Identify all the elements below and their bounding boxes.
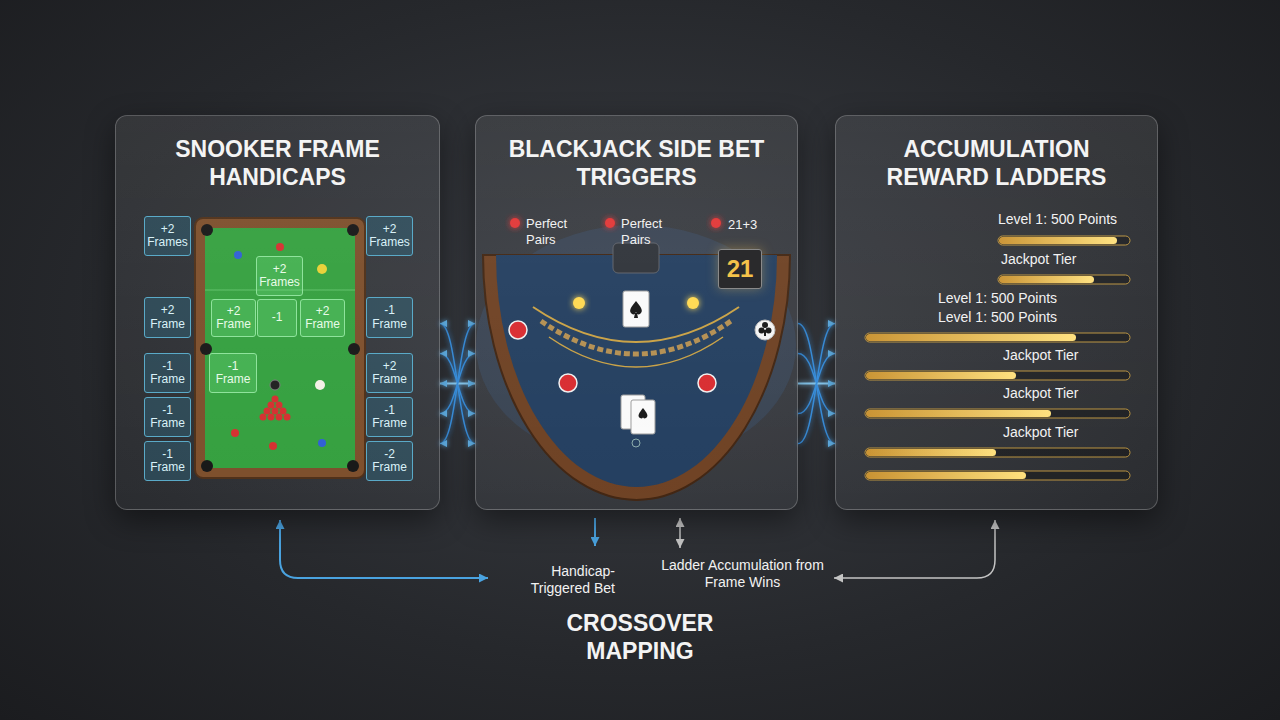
handicap-chip: +2 Frame xyxy=(300,299,345,337)
node-text: +2 Frame xyxy=(213,305,254,332)
node-text: -2 Frame xyxy=(368,448,411,475)
ladder-label: Jackpot Tier xyxy=(1003,424,1078,441)
diagram-caption: CROSSOVER MAPPING xyxy=(530,610,750,665)
node-text: -1 Frame xyxy=(211,360,255,387)
handicap-chip: +2 Frame xyxy=(211,299,256,337)
handicap-chip: +2 Frame xyxy=(366,353,413,393)
score-box: 21 xyxy=(718,249,762,289)
ladder-panel: ACCUMULATION REWARD LADDERS Level 1: 500 … xyxy=(835,115,1158,510)
node-text: +2 Frame xyxy=(146,304,189,331)
node-text: -1 Frame xyxy=(146,448,189,475)
handicap-chip: -1 Frame xyxy=(209,353,257,393)
ladder-label: Level 1: 500 Points xyxy=(938,309,1057,326)
handicap-chip: -1 xyxy=(257,299,297,337)
handicap-chip: -2 Frame xyxy=(366,441,413,481)
handicap-chip: +2 Frame xyxy=(144,297,191,338)
node-text: -1 Frame xyxy=(368,404,411,431)
handicap-chip: +2 Frames xyxy=(144,216,191,256)
side-bet-label: Perfect Pairs xyxy=(526,216,584,247)
ladder-label: Level 1: 500 Points xyxy=(998,211,1117,228)
node-text: +2 Frame xyxy=(302,305,343,332)
connector-strand xyxy=(798,324,835,444)
handicap-chip: +2 Frames xyxy=(366,216,413,256)
node-text: 21 xyxy=(727,255,754,283)
handicap-chip: -1 Frame xyxy=(144,441,191,481)
connector-strand xyxy=(798,324,835,444)
ladder-label: Level 1: 500 Points xyxy=(938,290,1057,307)
snooker-panel: SNOOKER FRAME HANDICAPS+2 Frames+2 Frame… xyxy=(115,115,440,510)
blackjack-panel: BLACKJACK SIDE BET TRIGGERS 21 Perfect Pai… xyxy=(475,115,798,510)
crossover-connector xyxy=(798,324,835,444)
flow-label: Ladder Accumulation from Frame Wins xyxy=(660,557,825,591)
flow-label: Handicap- Triggered Bet xyxy=(495,563,615,597)
node-text: +2 Frames xyxy=(258,263,301,290)
ladder-label: Jackpot Tier xyxy=(1001,251,1076,268)
node-text: -1 xyxy=(272,311,283,324)
panel-title: SNOOKER FRAME HANDICAPS xyxy=(147,136,409,191)
panel-title: ACCUMULATION REWARD LADDERS xyxy=(866,136,1128,191)
crossover-connector xyxy=(440,324,475,444)
node-text: +2 Frame xyxy=(368,360,411,387)
handicap-chip: -1 Frame xyxy=(144,353,191,393)
bottom-arrows xyxy=(280,518,995,600)
handicap-chip: -1 Frame xyxy=(366,397,413,437)
node-text: +2 Frames xyxy=(146,223,189,250)
handicap-chip: +2 Frames xyxy=(256,256,303,296)
side-bet-label: Perfect Pairs xyxy=(621,216,679,247)
handicap-chip: -1 Frame xyxy=(366,297,413,338)
connector-strand xyxy=(440,324,475,444)
ladder-label: Jackpot Tier xyxy=(1003,385,1078,402)
node-text: +2 Frames xyxy=(368,223,411,250)
node-text: -1 Frame xyxy=(146,404,189,431)
handicap-chip: -1 Frame xyxy=(144,397,191,437)
panel-title: BLACKJACK SIDE BET TRIGGERS xyxy=(506,136,768,191)
node-text: -1 Frame xyxy=(146,360,189,387)
side-bet-label: 21+3 xyxy=(728,217,757,233)
ladder-label: Jackpot Tier xyxy=(1003,347,1078,364)
connector-strand xyxy=(440,324,475,444)
node-text: -1 Frame xyxy=(368,304,411,331)
